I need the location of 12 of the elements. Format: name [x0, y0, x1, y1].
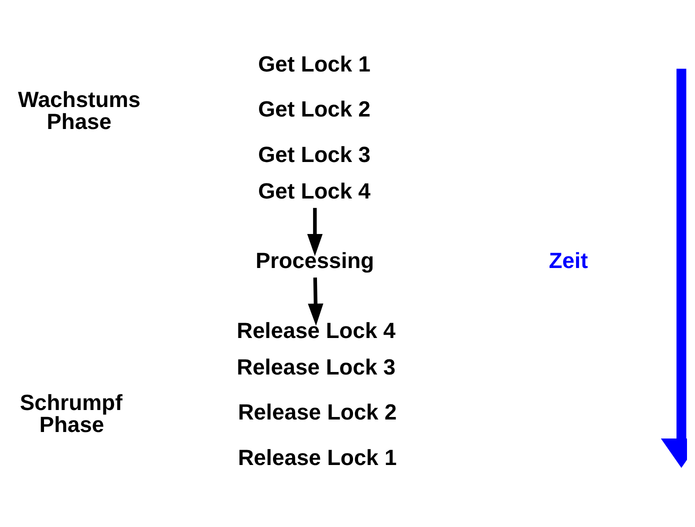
label: Release Lock 3 [236, 354, 396, 379]
node-text: Get Lock 4 [258, 178, 370, 204]
node-text: Processing [256, 248, 374, 273]
label: Release Lock 2 [238, 399, 397, 424]
label: Release Lock 1 [238, 444, 397, 470]
node-text: Release Lock 4 [236, 317, 396, 342]
label: Wachstums Phase [18, 86, 141, 134]
label: Get Lock 3 [258, 141, 370, 166]
label: Get Lock 2 [258, 96, 370, 122]
label: Zeit [548, 248, 588, 273]
label: Get Lock 1 [258, 50, 370, 76]
label: Schrumpf Phase [20, 389, 122, 436]
